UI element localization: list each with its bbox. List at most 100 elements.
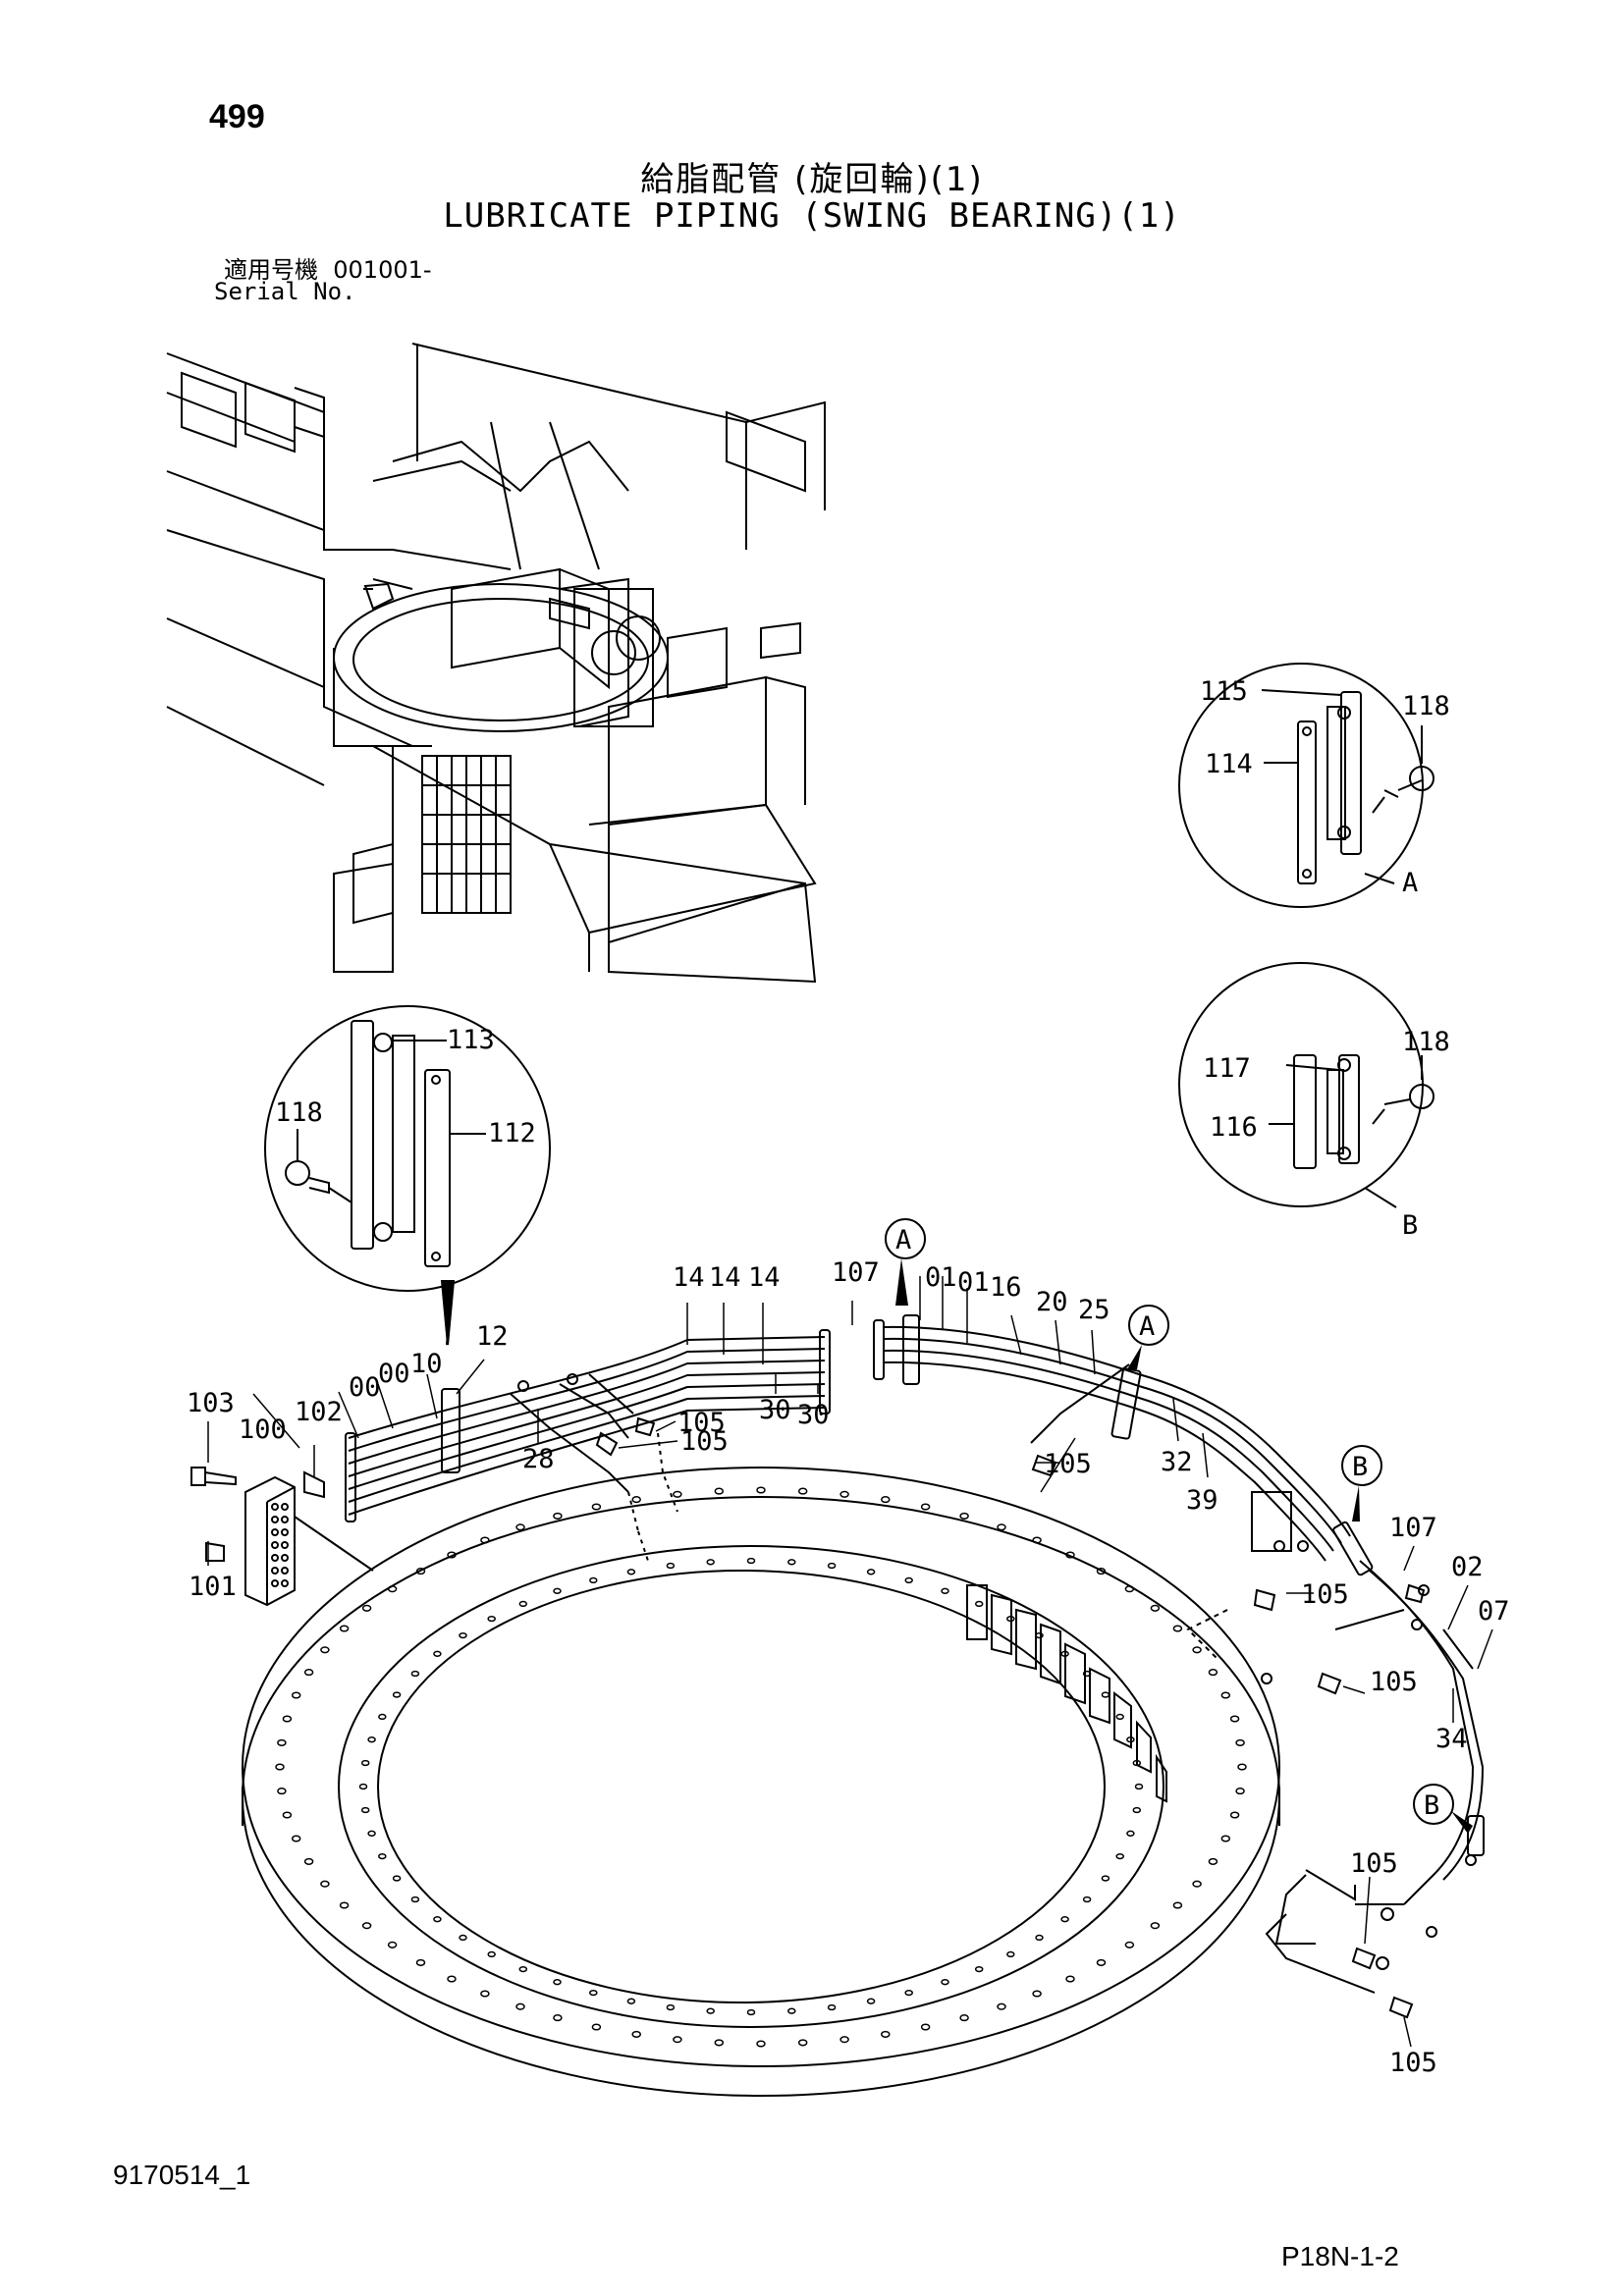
part-label-101: 101 xyxy=(189,1572,237,1602)
bolt-hole-outer xyxy=(1096,1958,1107,1966)
serial-number-value: 001001- xyxy=(333,256,432,284)
part-label-107-b: 107 xyxy=(1389,1513,1437,1543)
callout-b-top-label: B xyxy=(1352,1452,1368,1482)
bolt-hole-inner xyxy=(392,1875,402,1882)
bolt-hole-outer xyxy=(480,1536,490,1544)
part-label-12: 12 xyxy=(476,1321,509,1352)
bolt-hole-inner xyxy=(433,1650,442,1657)
bolt-hole-inner xyxy=(787,2007,796,2014)
part-label-00-b: 00 xyxy=(378,1359,410,1389)
part-label-07: 07 xyxy=(1478,1596,1510,1627)
part-label-30-b: 30 xyxy=(797,1400,830,1430)
part-label-105-a: 105 xyxy=(677,1408,726,1438)
bolt-hole-outer xyxy=(303,1669,314,1677)
bolt-hole-inner xyxy=(392,1691,402,1698)
bolt-hole-inner xyxy=(666,2003,676,2011)
bolt-hole-outer xyxy=(282,1715,293,1723)
bolt-hole-outer xyxy=(277,1788,287,1795)
swing-bearing-ring xyxy=(242,1467,1280,2097)
part-label-105-b: 105 xyxy=(680,1426,729,1457)
fitting-port xyxy=(281,1541,289,1549)
page-reference: P18N-1-2 xyxy=(1281,2241,1399,2271)
bolt-hole-outer xyxy=(1096,1568,1107,1575)
machine-overview xyxy=(166,343,826,984)
bolt-hole-inner xyxy=(941,1979,949,1986)
fitting-port xyxy=(271,1541,279,1549)
part-label-105-g: 105 xyxy=(1389,2048,1437,2078)
bolt-hole-inner xyxy=(974,1965,984,1973)
part-label-118-b: 118 xyxy=(1402,1027,1450,1057)
bolt-hole-inner xyxy=(553,1979,562,1986)
callout-b-bottom: B xyxy=(1413,1784,1473,1834)
bolt-hole-inner xyxy=(1134,1783,1144,1790)
part-label-117: 117 xyxy=(1203,1053,1251,1084)
part-label-115: 115 xyxy=(1200,676,1248,707)
bolt-hole-outer xyxy=(447,1551,457,1559)
bolt-hole-outer xyxy=(1220,1835,1231,1842)
bolt-hole-outer xyxy=(1208,1669,1218,1677)
bolt-hole-outer xyxy=(881,2030,891,2038)
bolt-hole-inner xyxy=(626,1998,636,2004)
part-label-14-a: 14 xyxy=(673,1262,705,1293)
bolt-hole-inner xyxy=(518,1965,528,1973)
bolt-hole-inner xyxy=(706,2007,715,2014)
bolt-hole-outer xyxy=(797,1487,808,1495)
bolt-hole-inner xyxy=(1006,1950,1015,1958)
bolt-hole-inner xyxy=(666,1562,676,1570)
bolt-hole-inner xyxy=(1115,1713,1124,1721)
part-label-116: 116 xyxy=(1210,1112,1258,1143)
bolt-hole-inner xyxy=(378,1713,387,1721)
part-label-28: 28 xyxy=(522,1444,555,1474)
bolt-hole-outer xyxy=(361,1604,372,1612)
bolt-hole-outer xyxy=(920,1503,931,1511)
bolt-hole-outer xyxy=(920,2023,931,2031)
bolt-hole-outer xyxy=(591,2023,602,2031)
piping-right xyxy=(873,1314,1485,2019)
bolt-hole-outer xyxy=(756,2040,766,2048)
part-label-107-a: 107 xyxy=(832,1257,880,1288)
bolt-hole-inner xyxy=(378,1852,387,1860)
bolt-hole-outer xyxy=(756,1486,766,1494)
bolt-hole-inner xyxy=(410,1670,420,1678)
fitting-port xyxy=(281,1567,289,1575)
part-label-30-a: 30 xyxy=(759,1395,791,1425)
part-label-16: 16 xyxy=(990,1272,1022,1303)
bolt-hole-inner xyxy=(866,1569,876,1575)
bolt-hole-outer xyxy=(1192,1646,1202,1654)
bolt-hole-outer xyxy=(275,1763,285,1771)
bolt-hole-inner xyxy=(518,1600,528,1608)
bolt-hole-outer xyxy=(291,1835,301,1842)
bolt-hole-outer xyxy=(714,2039,725,2047)
bolt-hole-inner xyxy=(827,1562,837,1570)
bolt-hole-outer xyxy=(631,2030,641,2038)
part-label-113: 113 xyxy=(447,1025,495,1055)
fitting-port xyxy=(271,1503,279,1511)
bolt-hole-outer xyxy=(1192,1880,1202,1888)
bolt-hole-inner xyxy=(487,1615,496,1623)
bolt-hole-outer xyxy=(480,1990,490,1998)
bolt-hole-inner xyxy=(1035,1934,1044,1942)
detail-view-clamp xyxy=(264,1005,551,1346)
callout-b-bottom-label: B xyxy=(1424,1790,1439,1821)
part-label-34: 34 xyxy=(1435,1724,1468,1754)
serial-label-jp-text: 適用号機 xyxy=(224,256,318,284)
bolt-hole-outer xyxy=(447,1975,457,1983)
bolt-hole-inner xyxy=(706,1559,715,1566)
part-label-10: 10 xyxy=(410,1349,443,1379)
bolt-hole-outer xyxy=(361,1922,372,1930)
bolt-hole-inner xyxy=(941,1587,949,1594)
callout-a-right: A xyxy=(1127,1305,1169,1369)
part-label-114: 114 xyxy=(1205,749,1253,779)
detail-b-letter: B xyxy=(1402,1210,1418,1241)
bolt-hole-inner xyxy=(1132,1806,1142,1814)
detail-view-b xyxy=(1178,962,1435,1208)
bolt-hole-outer xyxy=(339,1901,350,1909)
bolt-hole-outer xyxy=(387,1585,398,1593)
callout-a-top-label: A xyxy=(895,1225,911,1255)
part-label-112: 112 xyxy=(488,1118,536,1148)
bolt-hole-outer xyxy=(1235,1738,1245,1746)
bolt-hole-outer xyxy=(1172,1625,1183,1632)
part-label-14-b: 14 xyxy=(709,1262,741,1293)
bolt-hole-outer xyxy=(673,2036,682,2044)
part-label-105-f: 105 xyxy=(1350,1848,1398,1879)
